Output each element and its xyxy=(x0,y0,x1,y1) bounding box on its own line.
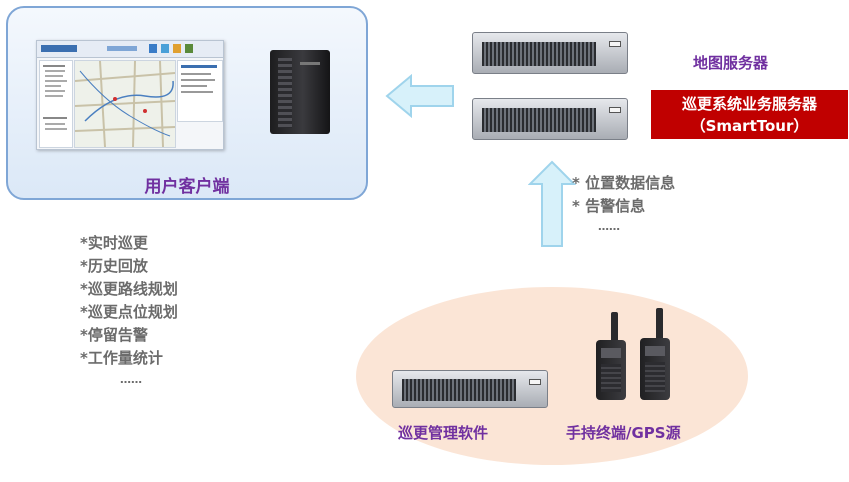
screenshot-tree-panel xyxy=(39,60,73,148)
toolbar-icon-3 xyxy=(173,44,181,53)
toolbar-icon-2 xyxy=(161,44,169,53)
feature-item: *工作量统计 xyxy=(80,349,163,367)
feature-item: *停留告警 xyxy=(80,326,148,344)
radio-antenna-icon xyxy=(656,308,663,344)
patrol-software-label: 巡更管理软件 xyxy=(398,424,489,442)
screenshot-info-panel xyxy=(177,60,223,122)
map-server-label: 地图服务器 xyxy=(693,54,769,72)
handheld-terminal-icon xyxy=(596,340,626,400)
feature-item: *巡更点位规划 xyxy=(80,303,178,321)
radio-antenna-icon xyxy=(611,312,618,346)
map-server-rack xyxy=(472,32,628,74)
feature-list: *实时巡更 *历史回放 *巡更路线规划 *巡更点位规划 *停留告警 *工作量统计… xyxy=(80,232,178,390)
handheld-terminal-label: 手持终端/GPS源 xyxy=(566,424,681,442)
toolbar-icon-1 xyxy=(149,44,157,53)
patrol-management-server xyxy=(392,370,548,408)
uplink-info-list: * 位置数据信息 * 告警信息 …… xyxy=(572,172,675,236)
toolbar-icon-4 xyxy=(185,44,193,53)
feature-item: *历史回放 xyxy=(80,257,148,275)
client-label: 用户客户端 xyxy=(144,177,230,197)
business-server-label-box: 巡更系统业务服务器 （SmartTour） xyxy=(651,90,848,139)
feature-ellipsis: …… xyxy=(120,373,142,386)
screenshot-map xyxy=(74,60,176,148)
up-arrow-icon xyxy=(528,160,576,247)
business-server-rack xyxy=(472,98,628,140)
screenshot-title xyxy=(107,46,137,51)
uplink-info-item: * 位置数据信息 xyxy=(572,174,676,192)
left-arrow-icon xyxy=(385,74,454,118)
handheld-terminal-icon xyxy=(640,338,670,400)
client-tower-pc xyxy=(270,50,330,134)
feature-item: *实时巡更 xyxy=(80,234,148,252)
business-server-name: 巡更系统业务服务器 xyxy=(681,95,817,113)
feature-item: *巡更路线规划 xyxy=(80,280,178,298)
client-software-screenshot xyxy=(36,40,224,150)
business-server-product: （SmartTour） xyxy=(690,117,809,135)
uplink-info-ellipsis: …… xyxy=(598,220,620,233)
uplink-info-item: * 告警信息 xyxy=(572,197,646,215)
screenshot-logo xyxy=(41,45,77,52)
